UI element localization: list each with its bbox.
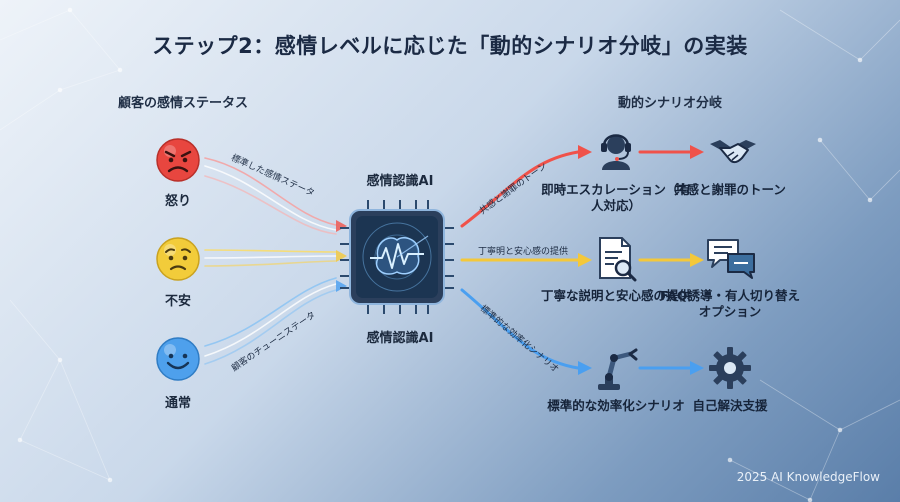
output-flow-label-anxious: 丁寧明と安心感の提供 (478, 247, 569, 257)
smiling-face-icon (156, 337, 200, 381)
scenario-label-faq: FAQ誘導・有人切り替えオプション (660, 288, 800, 319)
left-section-header: 顧客の感情ステータス (118, 96, 249, 111)
page-title: ステップ2：感情レベルに応じた「動的シナリオ分岐」の実装 (152, 34, 748, 58)
document-search-icon (599, 237, 637, 282)
emotion-label-angry: 怒り (164, 194, 191, 209)
chat-bubbles-icon (707, 239, 755, 279)
scenario-label-explanation: 丁寧な説明と安心感の提供 (541, 288, 692, 303)
brain-chip-icon (340, 200, 454, 314)
right-section-header: 動的シナリオ分岐 (618, 96, 723, 111)
robot-arm-icon (598, 348, 638, 390)
worried-face-icon (156, 237, 200, 281)
ai-label-top: 感情認識AI (366, 174, 434, 189)
angry-face-icon (156, 138, 200, 182)
scenario-label-self-service: 自己解決支援 (692, 398, 768, 413)
headset-operator-icon (601, 134, 631, 170)
emotion-label-normal: 通常 (164, 396, 191, 411)
scenario-label-empathy: 共感と謝罪のトーン (674, 182, 786, 197)
emotion-label-anxious: 不安 (164, 294, 191, 309)
gear-icon (709, 347, 751, 389)
handshake-icon (710, 140, 756, 164)
ai-label-bottom: 感情認識AI (366, 331, 434, 346)
scenario-label-escalation: 即時エスカレーション（有人対応） (541, 182, 691, 213)
footer-credit: 2025 AI KnowledgeFlow (736, 470, 880, 484)
scenario-label-standard: 標準的な効率化シナリオ (547, 398, 685, 413)
